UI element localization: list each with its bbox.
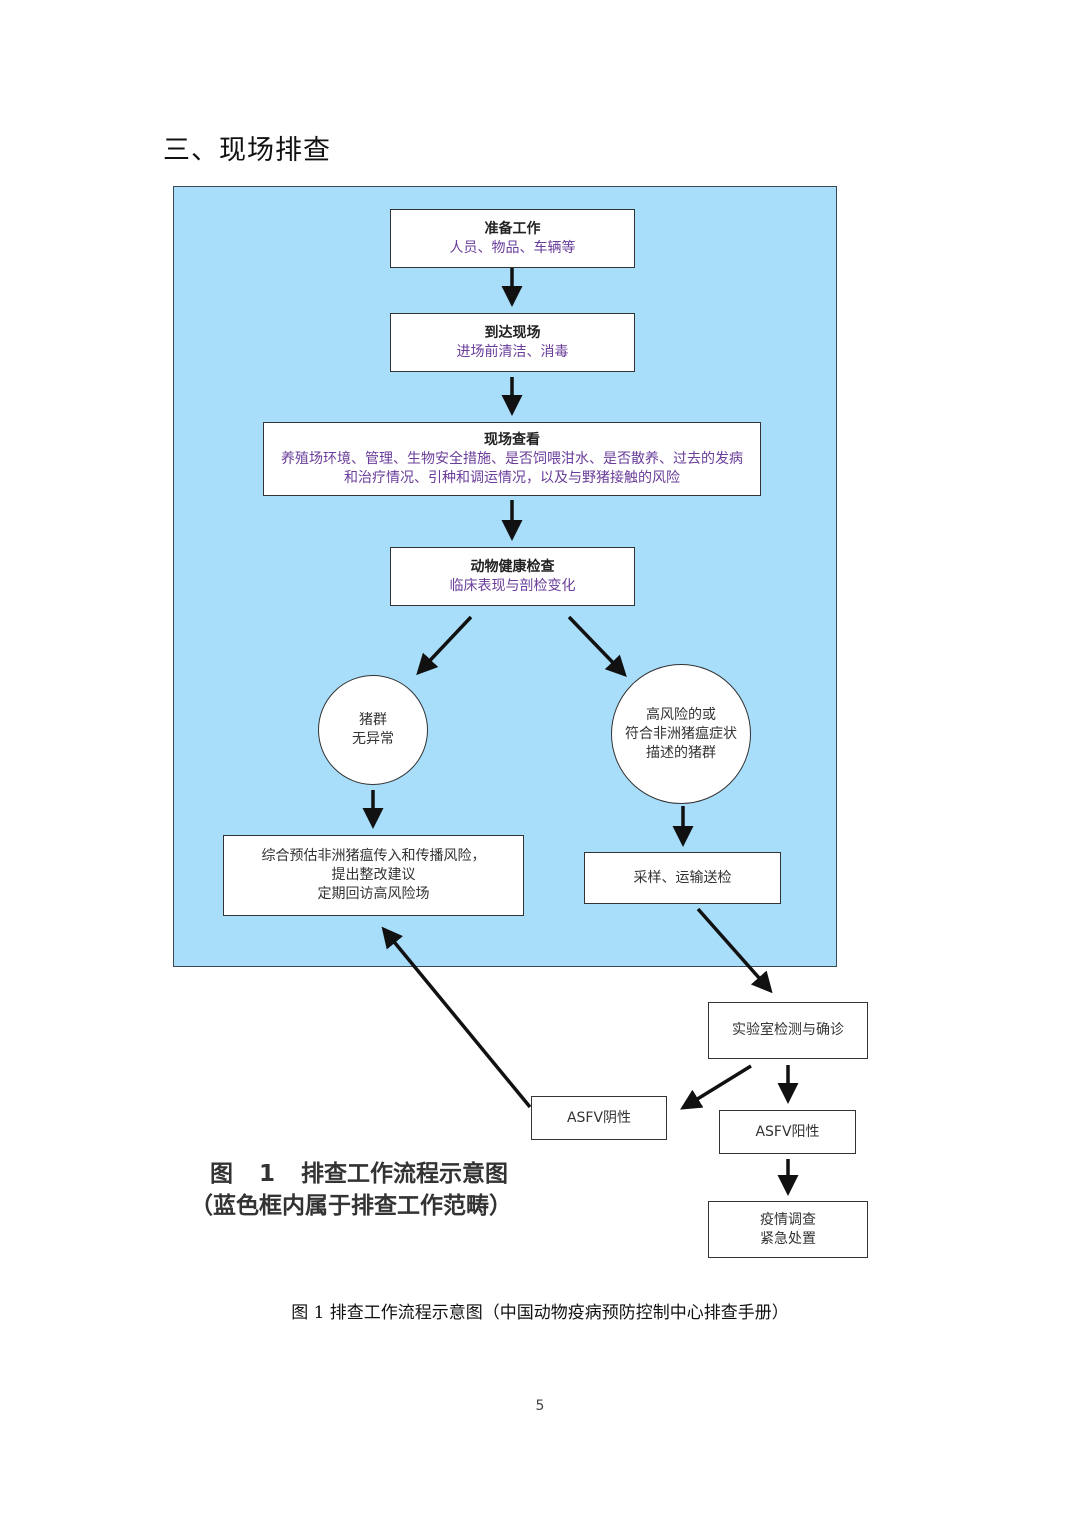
node-sampling-label: 采样、运输送检 (633, 869, 732, 886)
node-high-risk-line1: 高风险的或 (646, 706, 716, 723)
arrow-lab-to-negative (680, 1064, 752, 1110)
page-number: 5 (535, 1398, 545, 1414)
node-site-inspection-title: 现场查看 (484, 431, 540, 448)
node-sampling: 采样、运输送检 (584, 852, 781, 904)
section-title: 三、现场排查 (163, 135, 331, 166)
node-asfv-negative: ASFV阴性 (531, 1096, 667, 1140)
node-preparation-title: 准备工作 (484, 220, 541, 237)
node-emergency-response-line1: 疫情调查 (760, 1211, 816, 1228)
node-risk-assessment-line1: 综合预估非洲猪瘟传入和传播风险， (261, 848, 486, 864)
node-emergency-response: 疫情调查 紧急处置 (708, 1201, 868, 1258)
node-risk-assessment: 综合预估非洲猪瘟传入和传播风险， 提出整改建议 定期回访高风险场 (223, 835, 524, 916)
node-lab-testing-label: 实验室检测与确诊 (732, 1022, 844, 1038)
node-herd-normal: 猪群 无异常 (318, 675, 428, 785)
node-high-risk-line3: 描述的猪群 (646, 744, 716, 761)
node-preparation-detail: 人员、物品、车辆等 (449, 239, 576, 256)
node-asfv-positive-label: ASFV阳性 (755, 1123, 820, 1140)
node-emergency-response-line2: 紧急处置 (760, 1230, 816, 1247)
node-health-check-detail: 临床表现与剖检变化 (449, 577, 576, 594)
node-health-check: 动物健康检查 临床表现与剖检变化 (390, 547, 635, 606)
node-arrive-detail: 进场前清洁、消毒 (456, 343, 569, 360)
inner-figure-caption-line2: （蓝色框内属于排查工作范畴） (190, 1193, 512, 1219)
node-lab-testing: 实验室检测与确诊 (708, 1002, 868, 1059)
node-asfv-positive: ASFV阳性 (719, 1110, 856, 1154)
node-site-inspection-detail-2: 和治疗情况、引种和调运情况，以及与野猪接触的风险 (344, 469, 680, 486)
node-health-check-title: 动物健康检查 (470, 558, 555, 575)
figure-caption: 图 1 排查工作流程示意图（中国动物疫病预防控制中心排查手册） (291, 1303, 789, 1323)
inner-figure-caption: 图 1 排查工作流程示意图 （蓝色框内属于排查工作范畴） (190, 1158, 512, 1222)
node-arrive-title: 到达现场 (484, 324, 541, 341)
node-high-risk-line2: 符合非洲猪瘟症状 (625, 725, 737, 742)
inner-figure-caption-line1: 图 1 排查工作流程示意图 (210, 1161, 509, 1187)
node-asfv-negative-label: ASFV阴性 (566, 1109, 632, 1126)
node-site-inspection: 现场查看 养殖场环境、管理、生物安全措施、是否饲喂泔水、是否散养、过去的发病 和… (263, 422, 761, 496)
node-preparation: 准备工作 人员、物品、车辆等 (390, 209, 635, 268)
node-herd-normal-line1: 猪群 (359, 712, 387, 728)
node-site-inspection-detail-1: 养殖场环境、管理、生物安全措施、是否饲喂泔水、是否散养、过去的发病 (281, 450, 743, 467)
node-herd-normal-line2: 无异常 (352, 731, 394, 747)
node-high-risk-herd: 高风险的或 符合非洲猪瘟症状 描述的猪群 (611, 664, 751, 804)
node-risk-assessment-line3: 定期回访高风险场 (317, 886, 430, 902)
node-risk-assessment-line2: 提出整改建议 (331, 867, 416, 883)
node-arrive: 到达现场 进场前清洁、消毒 (390, 313, 635, 372)
